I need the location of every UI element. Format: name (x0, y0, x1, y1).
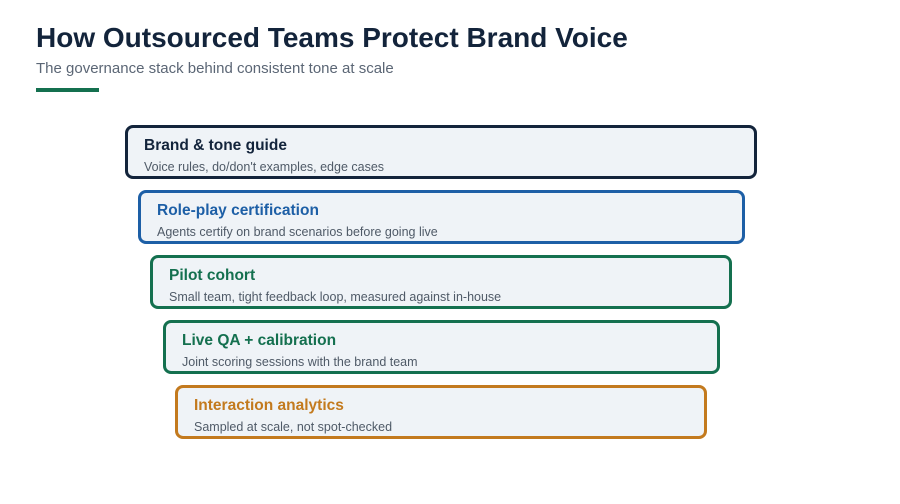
layer-pilot-cohort: Pilot cohort Small team, tight feedback … (150, 255, 732, 309)
layer-title: Live QA + calibration (182, 332, 337, 349)
title-accent-bar (36, 88, 99, 92)
layer-title: Brand & tone guide (144, 137, 287, 154)
layer-interaction-analytics: Interaction analytics Sampled at scale, … (175, 385, 707, 439)
layer-live-qa-calibration: Live QA + calibration Joint scoring sess… (163, 320, 720, 374)
layer-description: Voice rules, do/don't examples, edge cas… (144, 160, 385, 174)
layer-title: Interaction analytics (194, 397, 344, 414)
layer-brand-tone-guide: Brand & tone guide Voice rules, do/don't… (125, 125, 757, 179)
layer-title: Role-play certification (157, 202, 319, 219)
page-title: How Outsourced Teams Protect Brand Voice (36, 22, 628, 53)
layer-description: Joint scoring sessions with the brand te… (182, 355, 418, 369)
layer-role-play-certification: Role-play certification Agents certify o… (138, 190, 745, 244)
page-subtitle: The governance stack behind consistent t… (36, 60, 394, 77)
layer-description: Agents certify on brand scenarios before… (157, 225, 438, 239)
layer-title: Pilot cohort (169, 267, 256, 284)
layer-description: Small team, tight feedback loop, measure… (169, 290, 502, 304)
layer-description: Sampled at scale, not spot-checked (194, 420, 393, 434)
